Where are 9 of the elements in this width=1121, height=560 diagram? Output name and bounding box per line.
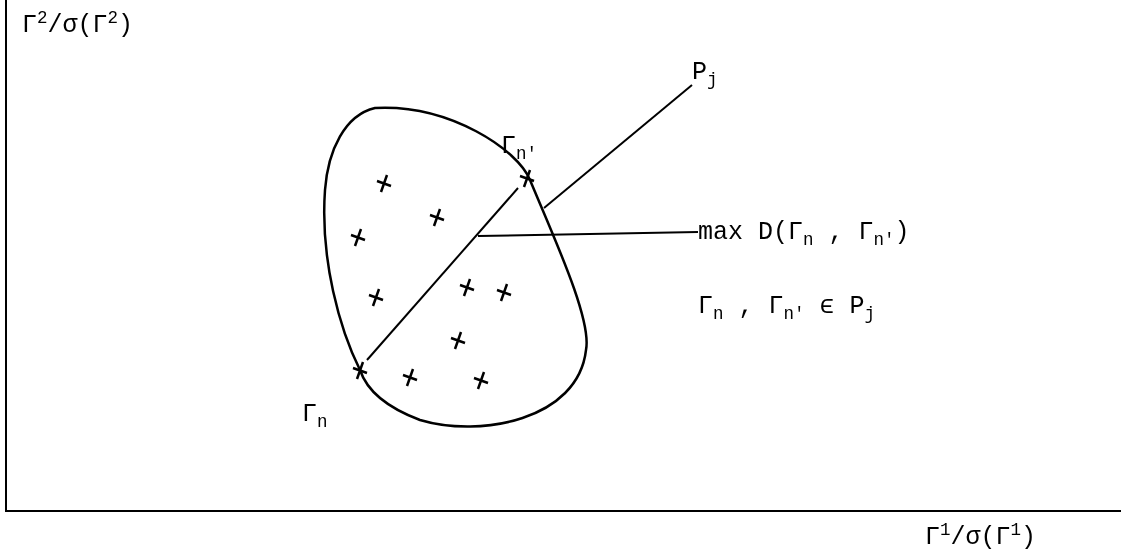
point-label: P$_{j}$: [692, 58, 718, 91]
leader-line: [543, 84, 693, 209]
leader-line: [477, 231, 699, 237]
leader-line: [366, 187, 519, 361]
point-label: Γ$_{n}$: [302, 400, 328, 433]
point-label: max D(Γ$_{n}$ , Γ$_{n'}$): [698, 218, 910, 251]
axis-label: Γ$^{1}$/σ(Γ$^{1}$): [925, 520, 1037, 554]
axis-label: Γ$^{2}$/σ(Γ$^{2}$): [22, 8, 134, 42]
note: Γ$_{n}$ , Γ$_{n'}$ ϵ P$_{j}$: [698, 292, 876, 325]
